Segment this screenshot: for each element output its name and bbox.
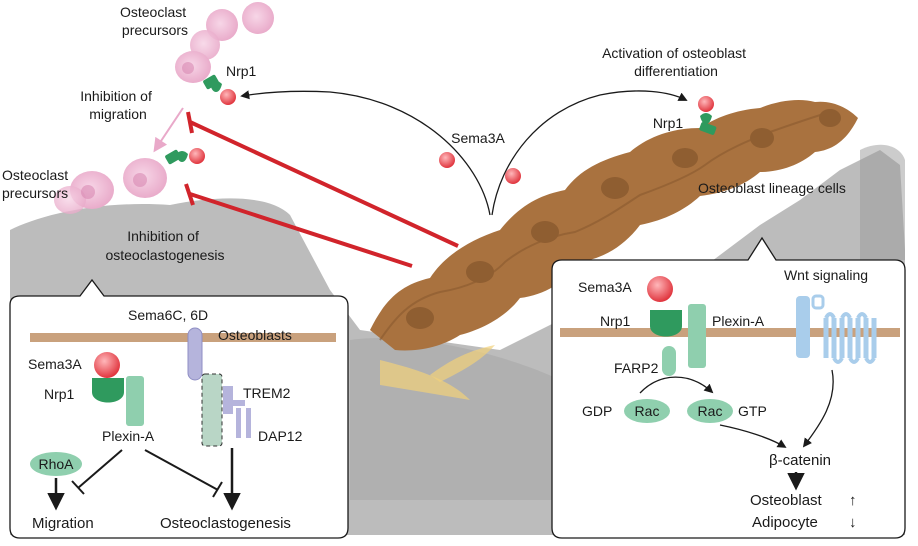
label-nrp1-right-panel: Nrp1 — [600, 313, 631, 329]
label-lineage: Osteoblast lineage cells — [698, 180, 846, 196]
wnt-receptor — [796, 294, 877, 364]
label-plexin-left: Plexin-A — [102, 428, 155, 444]
osteoclast-precursors-top — [175, 2, 274, 83]
label-nrp1-left-panel: Nrp1 — [44, 386, 75, 402]
nrp1-block — [92, 378, 124, 403]
osteoblast-lineage-cells — [370, 100, 858, 351]
label-osteoblast: Osteoblast — [750, 492, 823, 509]
label-sema3a-right: Sema3A — [578, 279, 632, 295]
label-trem2: TREM2 — [243, 385, 291, 401]
label-nrp1-right: Nrp1 — [653, 115, 684, 131]
migration-arrow — [153, 107, 184, 153]
label-plexin-right: Plexin-A — [712, 313, 765, 329]
label-farp2: FARP2 — [614, 360, 659, 376]
label-rac2: Rac — [698, 403, 723, 419]
label-inhibition-migration: Inhibition of migration — [80, 88, 156, 122]
label-precursors-top: Osteoclast precursors — [120, 4, 190, 38]
rac-oval-gdp — [624, 399, 670, 423]
label-migration: Migration — [32, 515, 94, 532]
label-precursors-mid: Osteoclast precursors — [2, 167, 72, 201]
sema3a-sphere-right — [647, 276, 673, 302]
nrp1-receptor-top — [203, 74, 236, 105]
osteoclast-precursors-mid — [54, 158, 167, 214]
nrp1-block-right — [650, 310, 682, 337]
label-gdp: GDP — [582, 403, 612, 419]
label-dap12: DAP12 — [258, 428, 303, 444]
sema3a-flow — [240, 90, 688, 216]
label-gtp: GTP — [738, 403, 767, 419]
sema6-ligand — [187, 327, 203, 381]
label-osteoblasts: Osteoblasts — [218, 327, 292, 343]
osteoblast-membrane — [30, 333, 336, 342]
nrp1-receptor-mid — [165, 148, 205, 165]
right-panel: Sema3A Nrp1 Plexin-A FARP2 Wnt signaling… — [551, 236, 906, 539]
label-rac1: Rac — [635, 403, 660, 419]
trem2-dap12 — [223, 386, 251, 438]
label-sema3a-left: Sema3A — [28, 356, 82, 372]
label-catenin: β-catenin — [769, 452, 831, 469]
rac-oval-gtp — [687, 399, 733, 423]
label-sema6: Sema6C, 6D — [128, 307, 208, 323]
inhibition-lines — [184, 111, 459, 268]
sema3a-sphere — [94, 352, 120, 378]
label-osteoclastogenesis: Osteoclastogenesis — [160, 515, 291, 532]
plexin-a-block — [126, 376, 144, 426]
plexin-block-right — [688, 304, 706, 368]
label-down-arrow: ↓ — [849, 514, 857, 531]
label-up-arrow: ↑ — [849, 492, 857, 509]
left-panel: Sema6C, 6D Osteoblasts TREM2 DAP12 Sema3… — [9, 278, 349, 539]
label-nrp1-left: Nrp1 — [226, 63, 257, 79]
nrp1-receptor-right — [698, 96, 717, 135]
right-membrane — [560, 328, 900, 337]
label-sema3a-center: Sema3A — [451, 130, 505, 146]
rhoa-oval — [30, 452, 82, 476]
label-adipocyte: Adipocyte — [752, 514, 818, 531]
label-activation: Activation of osteoblast differentiation — [602, 45, 750, 79]
label-rhoa: RhoA — [38, 456, 74, 472]
farp2-oval — [662, 346, 676, 376]
label-inhibition-osteoclastogenesis: Inhibition of osteoclastogenesis — [105, 228, 224, 263]
dashed-receptor — [201, 373, 223, 447]
label-wnt: Wnt signaling — [784, 267, 868, 283]
